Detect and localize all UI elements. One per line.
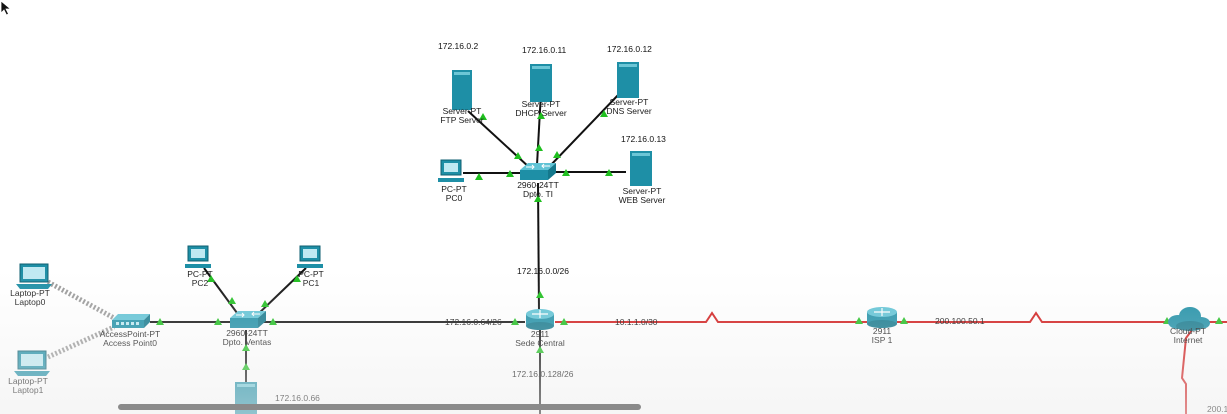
server-icon[interactable] [630, 151, 652, 186]
router-icon[interactable] [867, 307, 897, 328]
link-lights [156, 110, 1223, 370]
laptop-icon[interactable] [16, 263, 52, 289]
server-icon[interactable] [452, 70, 472, 110]
edge-ip-label[interactable]: 200.1 [1207, 404, 1227, 414]
server-icon[interactable] [617, 62, 639, 98]
dhcp-ip-label[interactable]: 172.16.0.11 [522, 45, 567, 55]
link-dhcp-switch[interactable] [536, 91, 542, 166]
serial-central-isp[interactable] [555, 311, 872, 323]
isp-net-label[interactable]: 200.100.50.1 [935, 316, 985, 326]
dns-ip-label[interactable]: 172.16.0.12 [607, 44, 652, 54]
copper-links [150, 91, 626, 414]
web-ip-label[interactable]: 172.16.0.13 [621, 134, 666, 144]
lower-host-label[interactable]: 172.16.0.66 [275, 393, 320, 403]
horizontal-scrollbar[interactable] [118, 404, 641, 410]
ftp-ip-label[interactable]: 172.16.0.2 [438, 41, 479, 51]
access-point-icon[interactable] [112, 314, 150, 328]
mouse-cursor-icon [0, 0, 12, 16]
router-icon[interactable] [526, 309, 554, 330]
laptop-icon[interactable] [14, 350, 50, 376]
ventas-net-label[interactable]: 172.16.0.64/26 [445, 317, 502, 327]
server-icon[interactable] [530, 64, 552, 102]
switch-icon[interactable] [520, 163, 556, 180]
switch-icon[interactable] [230, 311, 266, 328]
pc-icon[interactable] [297, 245, 323, 268]
link-dns-switch[interactable] [547, 92, 621, 169]
wireless-laptop0[interactable] [46, 279, 116, 321]
pc-icon[interactable] [438, 159, 464, 182]
ti-net-label[interactable]: 172.16.0.0/26 [517, 266, 569, 276]
link-ti-router[interactable] [537, 182, 540, 313]
serial-net-label[interactable]: 10.1.1.0/30 [615, 317, 658, 327]
lower-net-label[interactable]: 172.16.0.128/26 [512, 369, 574, 379]
pc-icon[interactable] [185, 245, 211, 268]
